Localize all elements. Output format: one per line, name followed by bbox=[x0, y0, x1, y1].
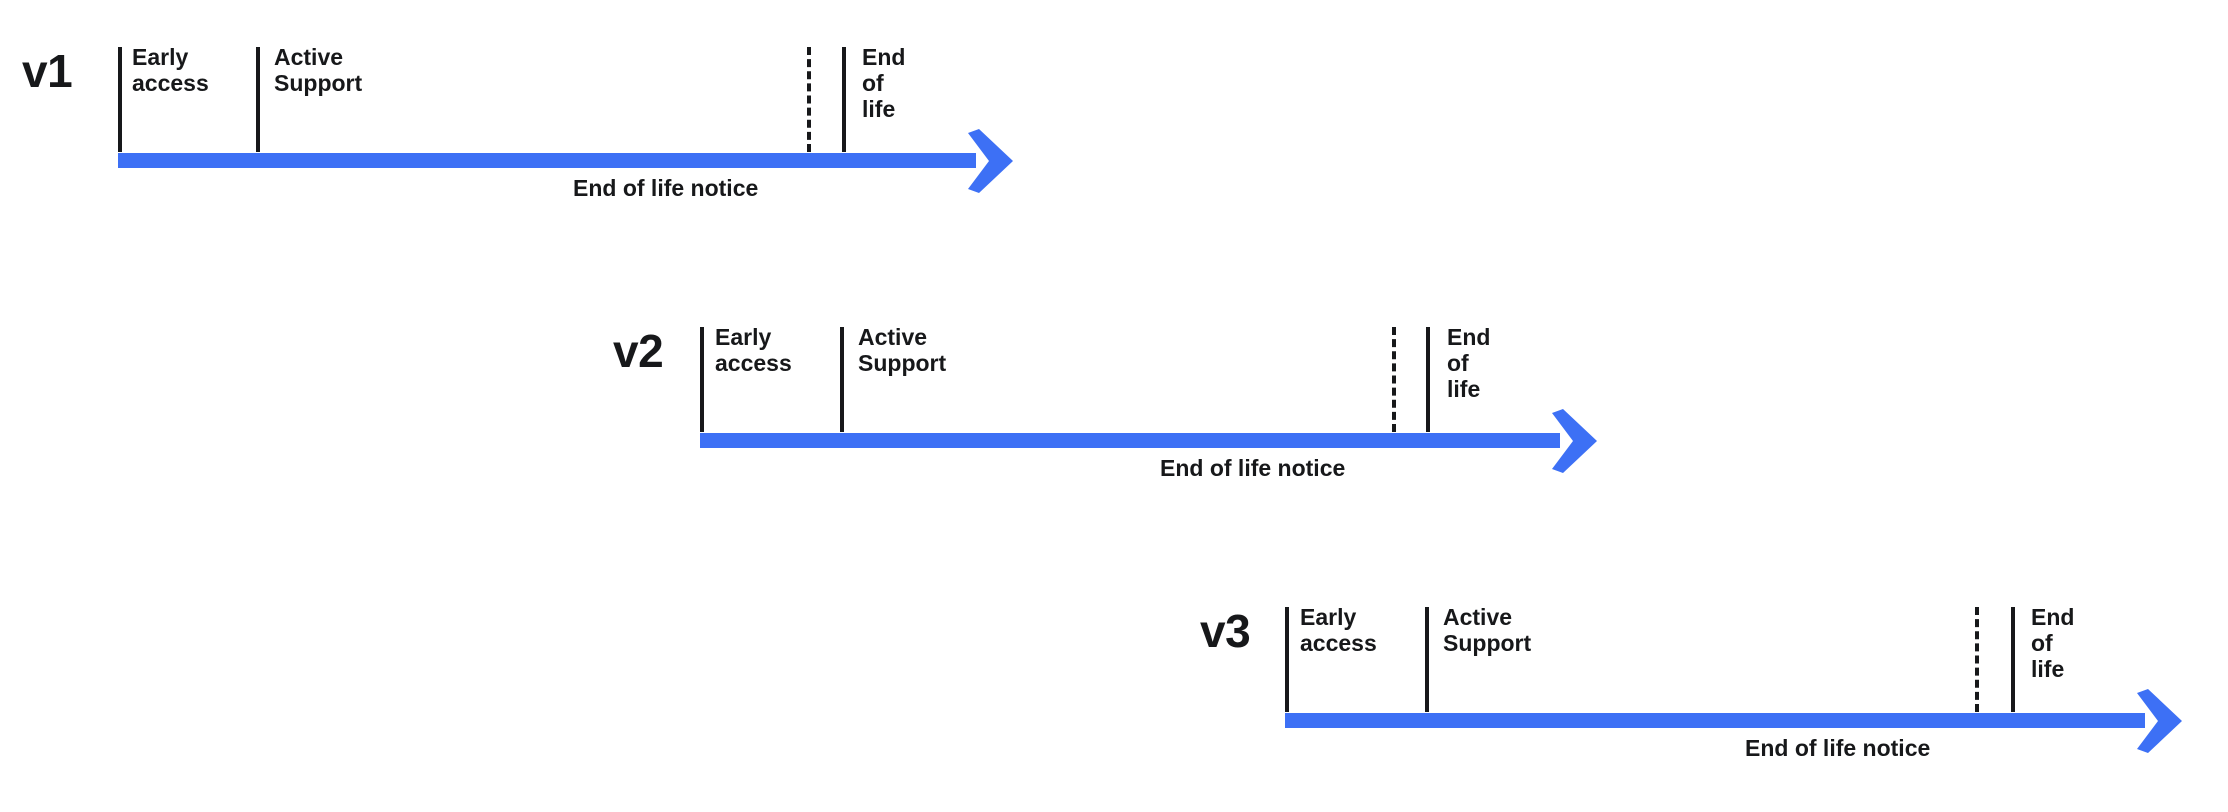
phase-label-v1-end_of_life: End of life bbox=[862, 44, 906, 123]
phase-divider-v2-0 bbox=[700, 327, 704, 432]
bar-caption-v3: End of life notice bbox=[1745, 735, 1931, 761]
bar-caption-v1: End of life notice bbox=[573, 175, 759, 201]
bar-caption-v2: End of life notice bbox=[1160, 455, 1346, 481]
phase-label-v3-end_of_life: End of life bbox=[2031, 604, 2075, 683]
phase-label-v1-active_support: Active Support bbox=[274, 44, 363, 97]
phase-divider-v2-1 bbox=[840, 327, 844, 432]
timeline-arrow-shaft-v1 bbox=[118, 153, 976, 168]
phase-label-v1-early_access: Early access bbox=[132, 44, 209, 97]
timeline-arrow-head-v3 bbox=[2137, 688, 2182, 753]
phase-label-v3-active_support: Active Support bbox=[1443, 604, 1532, 657]
version-label-v3: v3 bbox=[1200, 605, 1251, 657]
phase-label-v2-end_of_life: End of life bbox=[1447, 324, 1491, 403]
timeline-arrow-shaft-v3 bbox=[1285, 713, 2145, 728]
phase-divider-v1-1 bbox=[256, 47, 260, 152]
phase-label-v2-early_access: Early access bbox=[715, 324, 792, 377]
phase-divider-v3-1 bbox=[1425, 607, 1429, 712]
phase-label-v2-active_support: Active Support bbox=[858, 324, 947, 377]
phase-divider-v1-3 bbox=[842, 47, 846, 152]
phase-divider-v2-3 bbox=[1426, 327, 1430, 432]
phase-label-v3-early_access: Early access bbox=[1300, 604, 1377, 657]
phase-divider-v1-0 bbox=[118, 47, 122, 152]
timeline-arrow-head-v1 bbox=[968, 128, 1013, 193]
phase-divider-v3-3 bbox=[2011, 607, 2015, 712]
version-label-v1: v1 bbox=[22, 45, 73, 97]
notice-divider-v1-2 bbox=[807, 47, 811, 152]
timeline-arrow-head-v2 bbox=[1552, 408, 1597, 473]
timeline-arrow-shaft-v2 bbox=[700, 433, 1560, 448]
notice-divider-v3-2 bbox=[1975, 607, 1979, 712]
phase-divider-v3-0 bbox=[1285, 607, 1289, 712]
version-label-v2: v2 bbox=[613, 325, 664, 377]
notice-divider-v2-2 bbox=[1392, 327, 1396, 432]
